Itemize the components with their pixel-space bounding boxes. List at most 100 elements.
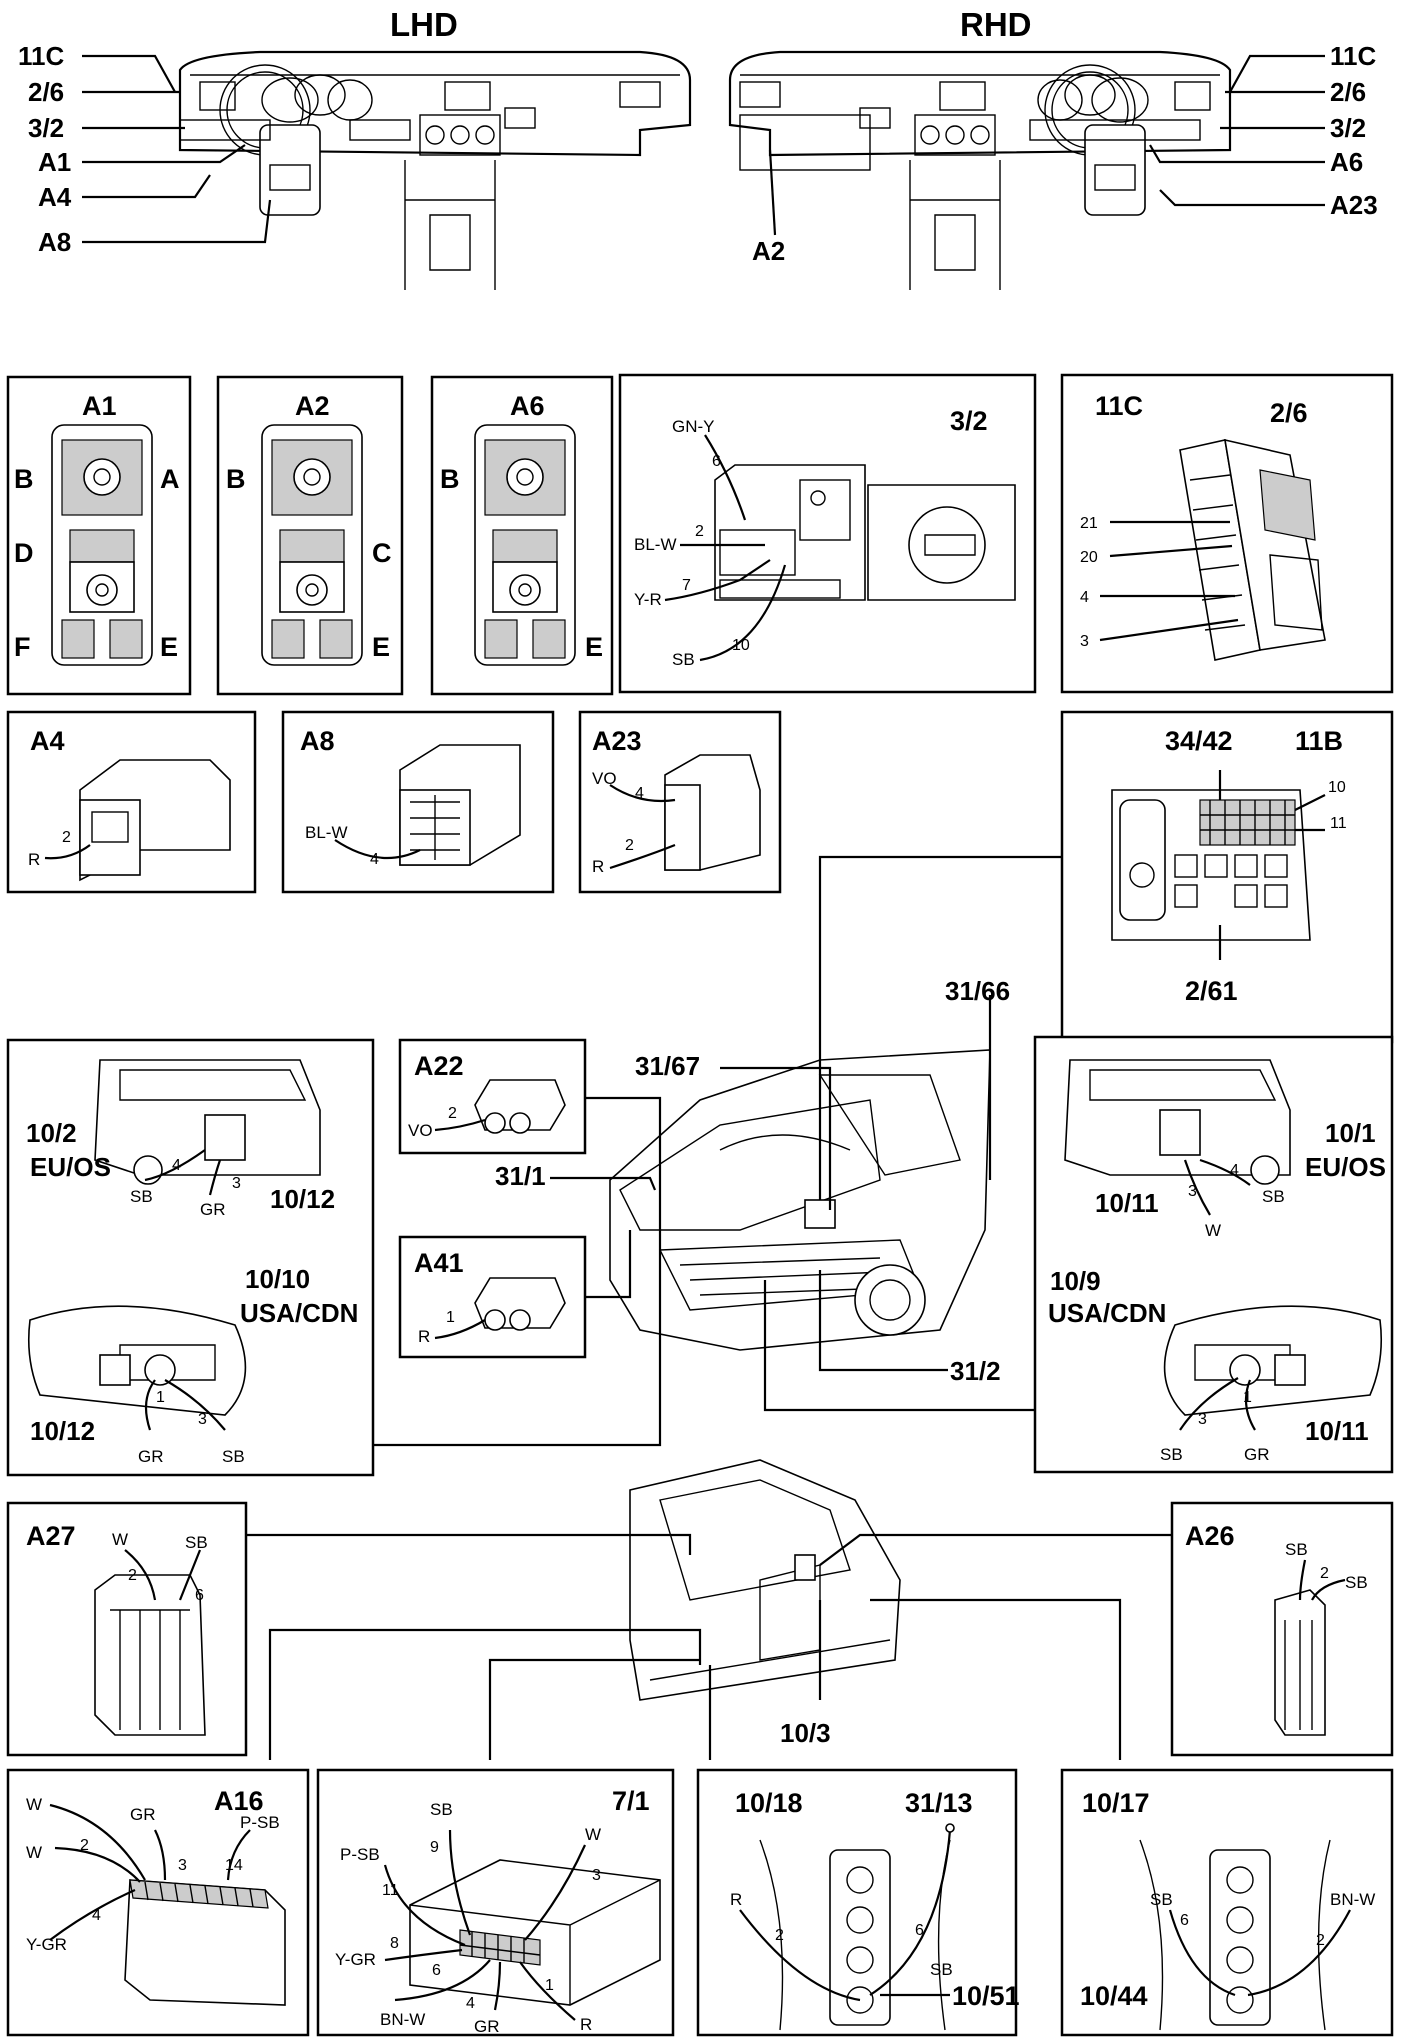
panel-11b-pin-10: 10	[1328, 779, 1346, 796]
lhd-dashboard	[178, 50, 692, 290]
panel-a23-pin-4: 4	[635, 785, 644, 802]
right-lamp-label-10-1: 10/1	[1325, 1118, 1376, 1148]
panel-3-2-wire-gn-y: GN-Y	[672, 417, 715, 436]
panel-a16-pin-14: 14	[225, 1857, 243, 1874]
rhd-callouts: 11C 2/6 3/2 A6 A23 A2	[752, 41, 1378, 266]
panel-7-1-pin-11: 11	[382, 1882, 399, 1899]
lhd-callout-a1: A1	[38, 147, 71, 177]
panel-11b-title: 11B	[1295, 726, 1343, 756]
panel-a1-title: A1	[82, 391, 117, 421]
panel-10-18-title: 10/18	[735, 1788, 803, 1818]
panel-10-17-wire-sb: SB	[1150, 1890, 1173, 1909]
panel-a26-wire-sb-right: SB	[1345, 1573, 1368, 1592]
panel-a41-title: A41	[414, 1248, 464, 1278]
panel-7-1-pin-1: 1	[545, 1977, 554, 1994]
panel-3-2-wire-bl-w: BL-W	[634, 535, 677, 554]
panel-a4-wire-r: R	[28, 850, 40, 869]
panel-10-17-wire-bn-w: BN-W	[1330, 1890, 1375, 1909]
panel-3-2-wire-y-r: Y-R	[634, 590, 662, 609]
lhd-heading: LHD	[390, 6, 458, 43]
rhd-heading: RHD	[960, 6, 1032, 43]
panel-a27-wire-sb: SB	[185, 1533, 208, 1552]
lhd-callout-3-2: 3/2	[28, 113, 64, 143]
lhd-callout-11c: 11C	[18, 41, 64, 71]
panel-11c-pin-3: 3	[1080, 633, 1089, 650]
panel-a2-title: A2	[295, 391, 330, 421]
panel-a23-wire-r: R	[592, 857, 604, 876]
panel-a2-letter-b: B	[226, 464, 246, 494]
lhd-callout-a8: A8	[38, 227, 71, 257]
panel-a8-pin-4: 4	[370, 851, 379, 868]
panel-3-2-pin-2: 2	[695, 523, 704, 540]
panel-10-17-pin-2: 2	[1316, 1932, 1325, 1949]
right-lamp-wire-sb: SB	[1262, 1187, 1285, 1206]
panel-10-18-pin-6: 6	[915, 1922, 924, 1939]
panel-a22: A22 VO 2	[398, 1038, 587, 1155]
panel-11c-pin-20: 20	[1080, 549, 1098, 566]
car-label-31-66: 31/66	[945, 976, 1010, 1006]
panel-a6-letter-e: E	[585, 632, 603, 662]
panel-a26-title: A26	[1185, 1521, 1235, 1551]
panel-a16-wire-w: W	[26, 1843, 42, 1862]
panel-a23-title: A23	[592, 726, 642, 756]
lhd-callout-2-6: 2/6	[28, 77, 64, 107]
panel-a4-title: A4	[30, 726, 65, 756]
rhd-callout-11c: 11C	[1330, 41, 1376, 71]
right-lamp-label-eu-os: EU/OS	[1305, 1152, 1386, 1182]
left-lamp-label-10-2: 10/2	[26, 1118, 77, 1148]
right-lamp-pin-bottom-1: 1	[1243, 1389, 1252, 1406]
panel-a41-wire-r: R	[418, 1327, 430, 1346]
left-lamp-label-10-10: 10/10	[245, 1264, 310, 1294]
left-lamp-label-usa-cdn: USA/CDN	[240, 1298, 358, 1328]
car-label-31-67: 31/67	[635, 1051, 700, 1081]
left-lamp-pin-bottom-1: 1	[156, 1389, 165, 1406]
panel-3-2-pin-7: 7	[682, 577, 691, 594]
right-lamp-label-10-11-bottom: 10/11	[1305, 1416, 1369, 1446]
panel-3-2-title: 3/2	[950, 406, 988, 436]
panel-11b-label-34-42: 34/42	[1165, 726, 1233, 756]
left-lamp-pin-bottom-3: 3	[198, 1411, 207, 1428]
car-label-31-1: 31/1	[495, 1161, 546, 1191]
right-lamp-label-10-11-top: 10/11	[1095, 1188, 1159, 1218]
panel-7-1-wire-gr: GR	[474, 2017, 500, 2036]
panel-7-1: 7/1 SB 9 P-SB 11 W 3 Y-GR 8 6 BN-W 4 GR …	[316, 1768, 675, 2037]
panel-a22-pin-2: 2	[448, 1105, 457, 1122]
panel-7-1-pin-6: 6	[432, 1962, 441, 1979]
panel-a23: A23 VO 4 R 2	[578, 710, 782, 894]
panel-11c-pin-21: 21	[1080, 515, 1098, 532]
panel-7-1-title: 7/1	[612, 1786, 650, 1816]
rhd-dashboard	[728, 50, 1232, 290]
lhd-callout-a4: A4	[38, 182, 72, 212]
panel-11b: 34/42 11B 10 11 2/61	[1060, 710, 1394, 1044]
panel-a1-letter-e: E	[160, 632, 178, 662]
panel-7-1-pin-9: 9	[430, 1839, 439, 1856]
panel-left-lamp: 10/2 EU/OS SB 4 GR 3 10/12 10/10 USA/CDN…	[6, 1038, 375, 1477]
left-lamp-wire-gr: GR	[200, 1200, 226, 1219]
car-rear-illustration	[629, 1459, 901, 1701]
rhd-callout-a2: A2	[752, 236, 785, 266]
panel-7-1-wire-sb: SB	[430, 1800, 453, 1819]
panel-10-17-label-10-44: 10/44	[1080, 1981, 1148, 2011]
panel-a41: A41 R 1	[398, 1235, 587, 1359]
panel-a6-title: A6	[510, 391, 545, 421]
panel-10-18-wire-sb: SB	[930, 1960, 953, 1979]
panel-a1-letter-d: D	[14, 538, 34, 568]
panel-10-17: 10/17 SB 6 BN-W 2 10/44	[1060, 1768, 1394, 2037]
lhd-callouts: 11C 2/6 3/2 A1 A4 A8	[18, 41, 272, 257]
panel-a16-pin-4: 4	[92, 1907, 101, 1924]
panel-a16-wire-w-top: W	[26, 1795, 42, 1814]
panel-right-lamp: 10/1 EU/OS 10/11 W 3 SB 4 10/9 USA/CDN S…	[1033, 1035, 1394, 1474]
panel-10-18-title2: 31/13	[905, 1788, 973, 1818]
panel-a6: A6 B E	[430, 375, 614, 696]
panel-a16-wire-y-gr: Y-GR	[26, 1935, 67, 1954]
panel-7-1-wire-p-sb: P-SB	[340, 1845, 380, 1864]
panel-a16: A16 W GR P-SB W Y-GR 2 3 14 4	[6, 1768, 310, 2037]
rhd-callout-2-6: 2/6	[1330, 77, 1366, 107]
right-lamp-label-usa-cdn: USA/CDN	[1048, 1298, 1166, 1328]
panel-a4: A4 R 2	[6, 710, 257, 894]
panel-a27-title: A27	[26, 1521, 76, 1551]
left-lamp-label-10-12-top: 10/12	[270, 1184, 335, 1214]
car-label-10-3: 10/3	[780, 1718, 831, 1748]
panel-11c-title: 11C	[1095, 391, 1143, 421]
